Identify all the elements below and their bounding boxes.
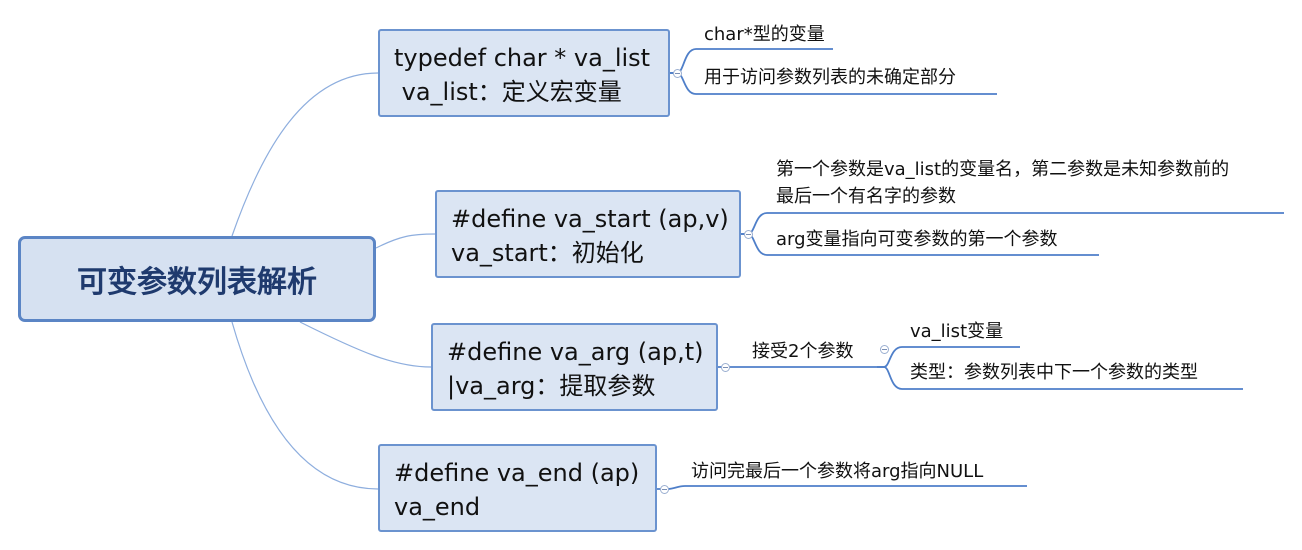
collapse-toggle-two-params[interactable] (880, 345, 889, 354)
branch-va-arg-line-2: |va_arg：提取参数 (447, 372, 656, 400)
leaf-char-pointer-variable[interactable]: char*型的变量 (704, 24, 825, 45)
leaf-access-unknown-params[interactable]: 用于访问参数列表的未确定部分 (704, 67, 956, 88)
branch-va-start[interactable]: #define va_start (ap,v) va_start：初始化 (435, 190, 741, 278)
branch-va-list[interactable]: typedef char * va_list va_list：定义宏变量 (378, 29, 670, 117)
branch-va-arg[interactable]: #define va_arg (ap,t) |va_arg：提取参数 (431, 323, 718, 411)
leaf-takes-two-params[interactable]: 接受2个参数 (752, 341, 854, 362)
subleaf-next-param-type[interactable]: 类型：参数列表中下一个参数的类型 (910, 362, 1198, 383)
subleaf-connector-3b (877, 366, 1243, 390)
root-connector-4 (231, 321, 379, 490)
branch-va-start-line-2: va_start：初始化 (451, 239, 644, 267)
branch-va-start-line-1: #define va_start (ap,v) (451, 205, 729, 233)
root-connector-1 (231, 72, 379, 237)
branch-va-arg-line-1: #define va_arg (ap,t) (447, 338, 704, 366)
collapse-toggle-va-arg[interactable] (721, 363, 730, 372)
subleaf-va-list-variable[interactable]: va_list变量 (910, 321, 1004, 342)
leaf-arg-points-first[interactable]: arg变量指向可变参数的第一个参数 (776, 229, 1058, 250)
root-connector-2 (375, 233, 436, 249)
collapse-toggle-va-end[interactable] (660, 485, 669, 494)
root-connector-3 (299, 321, 432, 368)
leaf-arg-to-null[interactable]: 访问完最后一个参数将arg指向NULL (691, 461, 984, 482)
leaf-first-param-line-1[interactable]: 第一个参数是va_list的变量名，第二参数是未知参数前的 (776, 159, 1230, 180)
leaf-connector-4 (657, 485, 1027, 490)
root-topic-label: 可变参数列表解析 (77, 265, 317, 300)
root-topic[interactable]: 可变参数列表解析 (18, 236, 376, 322)
branch-va-end-line-1: #define va_end (ap) (394, 459, 640, 487)
branch-va-end[interactable]: #define va_end (ap) va_end (378, 444, 657, 532)
leaf-first-param-line-2[interactable]: 最后一个有名字的参数 (776, 186, 956, 207)
branch-va-list-line-1: typedef char * va_list (394, 44, 651, 72)
collapse-toggle-va-start[interactable] (744, 230, 753, 239)
collapse-toggle-va-list[interactable] (673, 69, 682, 78)
branch-va-list-line-2: va_list：定义宏变量 (394, 78, 622, 106)
branch-va-end-line-2: va_end (394, 493, 481, 521)
